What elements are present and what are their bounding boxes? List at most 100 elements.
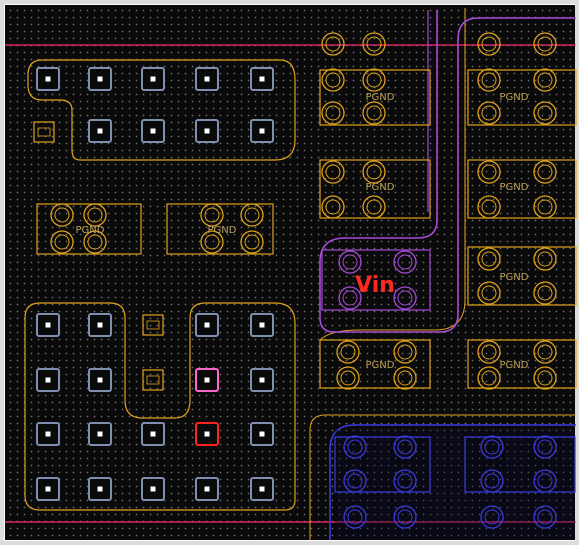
- square-pad[interactable]: [195, 119, 219, 143]
- round-pad[interactable]: [321, 160, 345, 184]
- square-pad[interactable]: [195, 313, 219, 337]
- square-pad[interactable]: [250, 477, 274, 501]
- square-pad[interactable]: [250, 119, 274, 143]
- square-pad[interactable]: [250, 313, 274, 337]
- pgnd-label: PGND: [366, 360, 395, 371]
- round-pad[interactable]: [533, 340, 557, 364]
- round-pad[interactable]: [393, 435, 417, 459]
- square-pad[interactable]: [141, 67, 165, 91]
- square-pad[interactable]: [195, 422, 219, 446]
- round-pad[interactable]: [338, 286, 362, 310]
- square-pad[interactable]: [36, 422, 60, 446]
- round-pad[interactable]: [533, 195, 557, 219]
- round-pad[interactable]: [533, 101, 557, 125]
- round-pad[interactable]: [533, 366, 557, 390]
- pgnd-block-col1-b[interactable]: PGND: [319, 159, 431, 219]
- round-pad[interactable]: [533, 469, 557, 493]
- round-pad[interactable]: [533, 160, 557, 184]
- pgnd-block-col2-c[interactable]: PGND: [467, 246, 577, 306]
- square-pad[interactable]: [195, 477, 219, 501]
- round-pad[interactable]: [321, 68, 345, 92]
- pgnd-block-col1-c[interactable]: PGND: [319, 339, 431, 390]
- round-pad[interactable]: [83, 203, 107, 227]
- round-pad[interactable]: [533, 247, 557, 271]
- round-pad[interactable]: [362, 195, 386, 219]
- round-pad[interactable]: [480, 469, 504, 493]
- round-pad[interactable]: [480, 435, 504, 459]
- square-pad[interactable]: [36, 67, 60, 91]
- round-pad[interactable]: [533, 68, 557, 92]
- round-pad[interactable]: [362, 160, 386, 184]
- round-pad[interactable]: [533, 505, 557, 529]
- round-pad[interactable]: [240, 230, 264, 254]
- round-pad[interactable]: [338, 250, 362, 274]
- square-pad[interactable]: [88, 67, 112, 91]
- square-pad[interactable]: [250, 422, 274, 446]
- square-pad[interactable]: [36, 313, 60, 337]
- round-pad[interactable]: [83, 230, 107, 254]
- round-pad[interactable]: [477, 101, 501, 125]
- round-pad[interactable]: [343, 469, 367, 493]
- vin-pad-block-rect[interactable]: [321, 249, 431, 311]
- round-pad[interactable]: [477, 160, 501, 184]
- round-pad[interactable]: [533, 281, 557, 305]
- square-pad[interactable]: [250, 67, 274, 91]
- round-pad[interactable]: [50, 230, 74, 254]
- round-pad[interactable]: [321, 32, 345, 56]
- round-pad[interactable]: [393, 366, 417, 390]
- round-pad[interactable]: [393, 340, 417, 364]
- pgnd-block-col2-d[interactable]: PGND: [467, 339, 577, 390]
- pgnd-block-mid-left[interactable]: PGND: [36, 203, 142, 255]
- round-pad[interactable]: [477, 340, 501, 364]
- square-pad[interactable]: [195, 67, 219, 91]
- round-pad[interactable]: [393, 469, 417, 493]
- round-pad[interactable]: [336, 340, 360, 364]
- round-pad[interactable]: [533, 32, 557, 56]
- round-pad[interactable]: [343, 435, 367, 459]
- round-pad[interactable]: [336, 366, 360, 390]
- small-pad[interactable]: [142, 369, 164, 391]
- round-pad[interactable]: [533, 435, 557, 459]
- round-pad[interactable]: [321, 195, 345, 219]
- square-pad[interactable]: [141, 477, 165, 501]
- round-pad[interactable]: [480, 505, 504, 529]
- square-pad[interactable]: [141, 422, 165, 446]
- small-pad[interactable]: [33, 121, 55, 143]
- small-pad[interactable]: [142, 314, 164, 336]
- round-pad[interactable]: [200, 230, 224, 254]
- round-pad[interactable]: [393, 250, 417, 274]
- round-pad[interactable]: [477, 281, 501, 305]
- square-pad[interactable]: [88, 313, 112, 337]
- round-pad[interactable]: [240, 203, 264, 227]
- pgnd-block-col2-a[interactable]: PGND: [467, 68, 577, 126]
- round-pad[interactable]: [477, 68, 501, 92]
- vout-block-left[interactable]: [334, 435, 431, 493]
- square-pad[interactable]: [88, 119, 112, 143]
- round-pad[interactable]: [477, 32, 501, 56]
- pgnd-block-col1-a[interactable]: PGND: [319, 68, 431, 126]
- square-pad[interactable]: [195, 368, 219, 392]
- round-pad[interactable]: [362, 32, 386, 56]
- round-pad[interactable]: [393, 505, 417, 529]
- round-pad[interactable]: [362, 101, 386, 125]
- square-pad[interactable]: [36, 477, 60, 501]
- round-pad[interactable]: [321, 101, 345, 125]
- pgnd-block-mid-right[interactable]: PGND: [166, 203, 274, 255]
- round-pad[interactable]: [393, 286, 417, 310]
- square-pad[interactable]: [88, 368, 112, 392]
- square-pad[interactable]: [250, 368, 274, 392]
- square-pad[interactable]: [141, 119, 165, 143]
- round-pad[interactable]: [343, 505, 367, 529]
- round-pad[interactable]: [477, 247, 501, 271]
- round-pad[interactable]: [200, 203, 224, 227]
- pgnd-block-col2-b[interactable]: PGND: [467, 159, 577, 219]
- round-pad[interactable]: [477, 366, 501, 390]
- vout-block-right[interactable]: [464, 435, 576, 493]
- round-pad[interactable]: [477, 195, 501, 219]
- square-pad[interactable]: [88, 477, 112, 501]
- square-pad[interactable]: [88, 422, 112, 446]
- round-pad[interactable]: [50, 203, 74, 227]
- round-pad[interactable]: [362, 68, 386, 92]
- square-pad[interactable]: [36, 368, 60, 392]
